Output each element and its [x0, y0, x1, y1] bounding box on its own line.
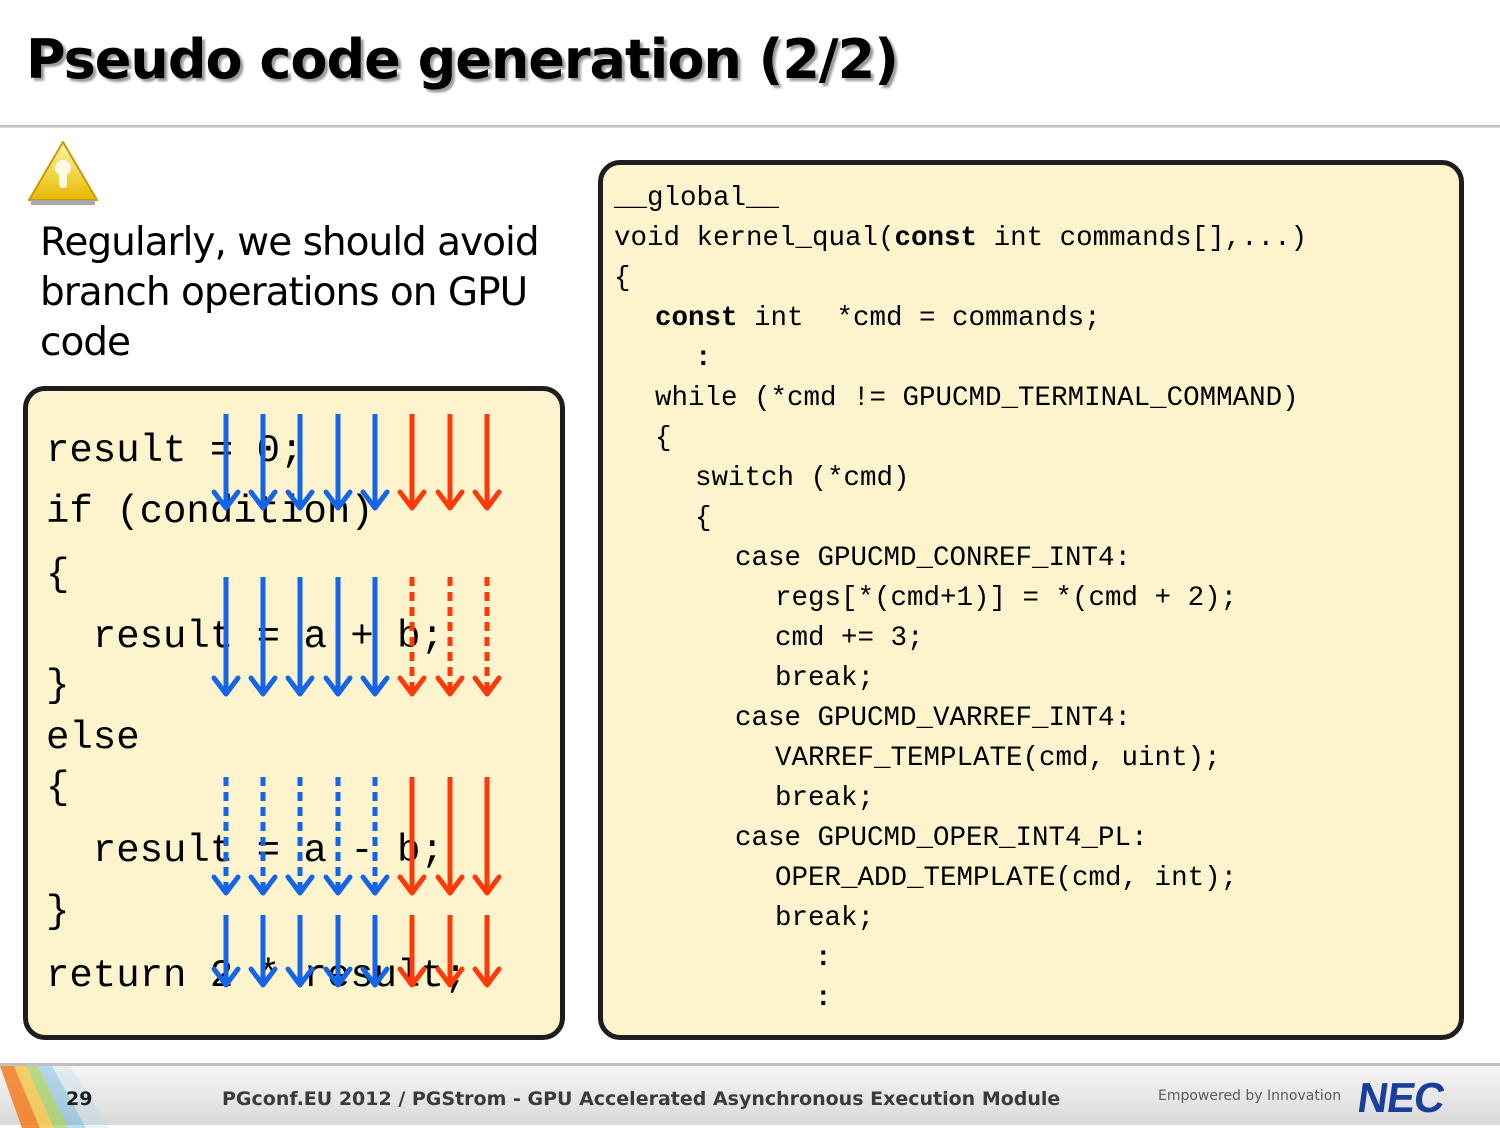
kernel-code-box [598, 160, 1464, 1040]
nec-logo: NEC [1354, 1074, 1448, 1121]
code-line: if (condition) [46, 490, 374, 534]
code-line: : [815, 943, 832, 974]
page-number: 29 [66, 1088, 93, 1110]
code-line: return 2 * result; [46, 954, 468, 998]
code-line: const int *cmd = commands; [655, 303, 1101, 334]
code-line: break; [775, 903, 875, 934]
code-line: case GPUCMD_CONREF_INT4: [735, 543, 1132, 574]
code-line: result = 0; [46, 429, 304, 473]
code-line: case GPUCMD_OPER_INT4_PL: [735, 823, 1148, 854]
slide-title: Pseudo code generation (2/2) [26, 28, 899, 91]
footer-bar: 29 PGconf.EU 2012 / PGStrom - GPU Accele… [0, 1063, 1500, 1128]
code-line: result = a - b; [46, 829, 444, 873]
code-line: } [46, 890, 70, 934]
footer-text: PGconf.EU 2012 / PGStrom - GPU Accelerat… [222, 1088, 1061, 1110]
code-line: while (*cmd != GPUCMD_TERMINAL_COMMAND) [655, 383, 1299, 414]
code-line: OPER_ADD_TEMPLATE(cmd, int); [775, 863, 1238, 894]
footer-tagline: Empowered by Innovation [1158, 1088, 1342, 1104]
code-line: switch (*cmd) [695, 463, 910, 494]
code-line: { [614, 263, 631, 294]
code-line: result = a + b; [46, 615, 444, 659]
code-line: break; [775, 783, 875, 814]
code-line: case GPUCMD_VARREF_INT4: [735, 703, 1132, 734]
code-line: { [655, 423, 672, 454]
code-line: : [695, 343, 712, 374]
code-line: cmd += 3; [775, 623, 924, 654]
warning-triangle-icon [28, 141, 98, 205]
code-line: __global__ [614, 183, 780, 214]
intro-text: Regularly, we should avoid branch operat… [40, 220, 540, 365]
code-line: { [46, 553, 70, 597]
title-divider [0, 125, 1500, 128]
code-line: break; [775, 663, 875, 694]
footer-stripes [0, 1066, 110, 1128]
code-line: VARREF_TEMPLATE(cmd, uint); [775, 743, 1221, 774]
code-line: } [46, 664, 70, 708]
branch-code-box [23, 386, 565, 1040]
code-line: : [815, 983, 832, 1014]
code-line: { [46, 766, 70, 810]
code-line: regs[*(cmd+1)] = *(cmd + 2); [775, 583, 1238, 614]
code-line: void kernel_qual(const int commands[],..… [614, 223, 1308, 254]
code-line: else [46, 716, 140, 760]
code-line: { [695, 503, 712, 534]
